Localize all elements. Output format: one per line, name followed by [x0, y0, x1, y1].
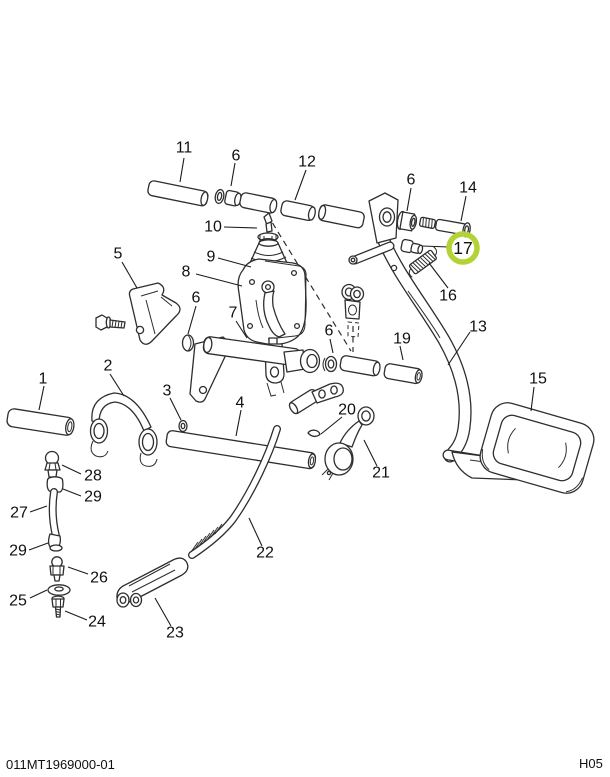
part-label-2: 2 — [104, 358, 113, 375]
bushing-6-top-left — [224, 189, 242, 207]
part-label-4: 4 — [236, 395, 245, 412]
part-label-20: 20 — [338, 402, 356, 419]
page-code: H05 — [579, 756, 603, 771]
part-label-12: 12 — [298, 154, 316, 171]
part-label-29: 29 — [9, 543, 27, 560]
link-rod-27 — [47, 488, 63, 552]
part-label-29: 29 — [84, 489, 102, 506]
bolt-bracket-5 — [95, 314, 126, 331]
part-label-28: 28 — [84, 468, 102, 485]
part-label-14: 14 — [459, 180, 477, 197]
pedal-arm-pivot-plate — [368, 192, 399, 244]
tube-19-segment-a — [339, 355, 381, 377]
part-label-19: 19 — [393, 331, 411, 348]
part-label-9: 9 — [207, 249, 216, 266]
part-label-6: 6 — [325, 323, 334, 340]
washer-ring — [214, 188, 225, 205]
part-label-26: 26 — [90, 570, 108, 587]
threaded-stud — [418, 216, 437, 230]
part-label-17: 17 — [453, 238, 472, 258]
lever-21 — [321, 406, 375, 481]
part-label-23: 23 — [166, 625, 184, 642]
bushing-6-center — [322, 355, 338, 373]
ball-joint-26 — [49, 556, 65, 582]
fork-2 — [89, 392, 158, 467]
spacer-17 — [400, 238, 424, 255]
shaft-4 — [165, 430, 317, 470]
tube-11 — [147, 180, 209, 207]
bolt-24 — [51, 595, 65, 618]
retainer-clip — [341, 283, 365, 338]
part-label-7: 7 — [229, 305, 238, 322]
cross-shaft-7-link — [283, 348, 321, 374]
part-label-6: 6 — [232, 148, 241, 165]
part-label-13: 13 — [469, 319, 487, 336]
part-label-25: 25 — [9, 593, 27, 610]
spring-anchor-lever — [348, 241, 395, 265]
washer-25 — [47, 584, 71, 596]
part-label-5: 5 — [114, 246, 123, 263]
part-label-22: 22 — [256, 545, 274, 562]
part-label-1: 1 — [39, 371, 48, 388]
part-label-6: 6 — [407, 172, 416, 189]
pedal-pad-15 — [479, 402, 595, 494]
spring-16 — [408, 246, 438, 278]
rod-22 — [188, 425, 281, 559]
ball-stud-28 — [44, 450, 61, 478]
part-label-6: 6 — [192, 290, 201, 307]
rod-22-upper-clevis — [288, 382, 344, 415]
bracket-5 — [128, 282, 181, 345]
nut-3 — [178, 419, 188, 433]
part-label-11: 11 — [176, 140, 193, 157]
bushing-6-mid-left — [181, 334, 195, 352]
tube-12-segment-a — [239, 192, 278, 214]
bushing-6-top-right — [396, 210, 418, 232]
part-label-10: 10 — [204, 219, 222, 236]
clevis-23 — [116, 557, 189, 608]
part-label-24: 24 — [88, 614, 106, 631]
socket-29-upper — [46, 476, 64, 493]
part-label-15: 15 — [529, 371, 547, 388]
leader-lines — [28, 157, 535, 627]
construction-dashed-lines — [266, 213, 354, 352]
part-label-3: 3 — [163, 383, 172, 400]
tube-12-segment-c — [318, 204, 365, 229]
part-label-8: 8 — [182, 264, 191, 281]
tube-12-segment-b — [280, 200, 316, 222]
doc-number: 011MT1969000-01 — [6, 757, 115, 772]
key-20 — [307, 429, 321, 438]
part-label-16: 16 — [439, 288, 457, 305]
housing-8 — [237, 258, 307, 346]
tube-19-segment-b — [383, 363, 423, 385]
highlight-ring — [446, 231, 480, 265]
part-label-27: 27 — [10, 505, 28, 522]
part-label-21: 21 — [372, 465, 390, 482]
tube-1 — [6, 408, 75, 436]
